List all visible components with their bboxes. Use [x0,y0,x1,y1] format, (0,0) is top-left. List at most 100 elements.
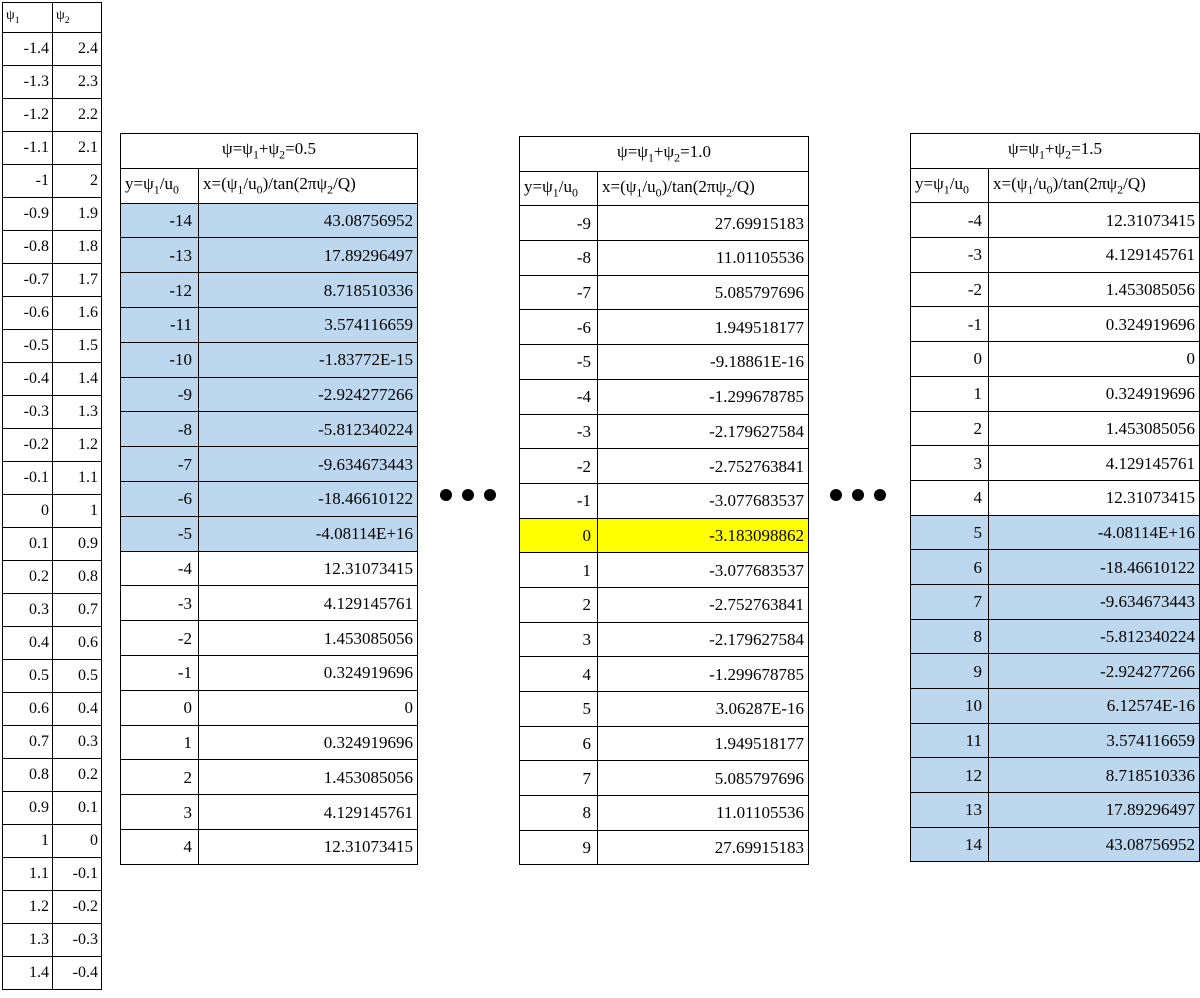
psi1-cell: -1.2 [2,98,53,132]
ellipsis-dots-left [440,489,496,501]
dot-icon [440,489,452,501]
column-header-y: y=ψ1/u0 [519,170,598,207]
y-cell: -4 [120,550,199,587]
y-cell: -5 [120,515,199,552]
psi2-cell: 1.4 [52,362,102,396]
x-cell: -4.08114E+16 [198,515,418,552]
column-header-x: x=(ψ1/u0)/tan(2πψ2/Q) [597,170,809,207]
psi2-cell: 2.4 [52,32,102,66]
y-cell: 0 [519,517,598,554]
x-cell: 1.453085056 [988,410,1200,447]
x-cell: -5.812340224 [198,411,418,448]
column-header-x: x=(ψ1/u0)/tan(2πψ2/Q) [198,167,418,204]
x-cell: -1.299678785 [597,656,809,692]
table-row: 7-9.634673443 [910,583,1200,620]
psi2-cell: 2 [52,164,102,198]
y-cell: 1 [120,724,199,761]
x-cell: 11.01105536 [597,240,809,276]
psi1-cell: -0.8 [2,230,53,264]
y-cell: -12 [120,272,199,308]
y-cell: 9 [519,829,598,866]
y-cell: -2 [519,448,598,484]
psi1-header: ψ1 [2,2,53,33]
psi1-cell: -0.7 [2,263,53,297]
y-cell: -11 [120,306,199,343]
table-title: ψ=ψ1+ψ2=1.5 [910,133,1200,169]
x-cell: 43.08756952 [198,202,418,239]
x-cell: 3.574116659 [198,306,418,343]
y-cell: 6 [910,549,989,585]
y-cell: 0 [910,341,989,377]
dot-icon [830,489,842,501]
y-cell: -6 [519,309,598,346]
psi2-cell: 1.3 [52,395,102,429]
table-title: ψ=ψ1+ψ2=0.5 [120,133,418,169]
psi2-cell: 0 [52,824,102,858]
table-row: -7-9.634673443 [120,446,418,482]
y-cell: 4 [910,479,989,516]
psi2-cell: 1.5 [52,329,102,363]
psi2-cell: 1.8 [52,230,102,264]
dot-icon [852,489,864,501]
column-header-y: y=ψ1/u0 [910,167,989,204]
psi1-cell: 0 [2,494,53,528]
y-cell: 3 [120,794,199,830]
y-cell: 7 [519,760,598,797]
y-cell: -8 [120,411,199,448]
x-cell: -2.752763841 [597,586,809,623]
psi1-cell: 1.3 [2,923,53,957]
psi2-cell: -0.4 [52,956,102,990]
psi1-cell: 0.1 [2,527,53,561]
table-row: -5-9.18861E-16 [519,344,809,380]
y-cell: -2 [910,271,989,308]
x-cell: -18.46610122 [988,549,1200,585]
psi1-cell: 0.7 [2,725,53,759]
y-cell: 7 [910,583,989,620]
x-cell: -3.077683537 [597,552,809,588]
y-cell: -9 [519,205,598,242]
x-cell: 3.574116659 [988,722,1200,759]
x-cell: 0 [988,341,1200,377]
x-cell: 4.129145761 [988,237,1200,273]
x-cell: -3.077683537 [597,482,809,519]
table-row: 1.3-0.3 [2,923,102,957]
y-cell: -3 [120,585,199,622]
x-cell: 3.06287E-16 [597,691,809,727]
psi2-cell: -0.2 [52,890,102,924]
psi2-cell: 0.8 [52,560,102,594]
y-cell: 13 [910,792,989,828]
y-cell: -7 [519,274,598,311]
x-cell: 0.324919696 [198,654,418,691]
x-cell: -4.08114E+16 [988,514,1200,551]
psi1-cell: -0.1 [2,461,53,495]
y-cell: 11 [910,722,989,759]
column-header-x: x=(ψ1/u0)/tan(2πψ2/Q) [988,167,1200,204]
dot-icon [874,489,886,501]
x-cell: 5.085797696 [597,274,809,311]
y-cell: 2 [519,586,598,623]
